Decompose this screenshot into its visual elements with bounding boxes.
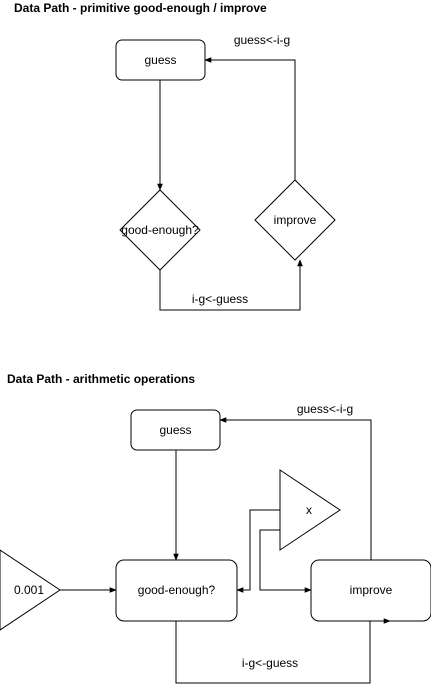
- diagram2-edge-top-label: guess<-i-g: [297, 402, 353, 416]
- diagram2-multiply-label: x: [306, 503, 312, 517]
- diagram1-edge-test-to-improve: [159, 259, 303, 311]
- diagram2-edge-multiply-to-test: [236, 509, 280, 593]
- diagram1-edge-improve-to-guess: [204, 57, 296, 180]
- diagram2-edge-multiply-to-improve: [259, 529, 312, 593]
- diagram1-edge-top-label: guess<-i-g: [234, 33, 290, 47]
- diagram1-title: Data Path - primitive good-enough / impr…: [14, 1, 267, 15]
- diagram1-guess-label: guess: [144, 53, 176, 67]
- diagram1-edge-bottom-label: i-g<-guess: [192, 292, 248, 306]
- diagram1-guess-register[interactable]: guess: [115, 39, 206, 81]
- diagram2-title: Data Path - arithmetic operations: [7, 372, 195, 386]
- diagram2-edge-improve-to-guess: [219, 417, 372, 560]
- diagram2-improve-label: improve: [350, 583, 393, 597]
- diagram2-improve-op[interactable]: improve: [310, 559, 431, 622]
- diagram2-good-enough-test[interactable]: good-enough?: [115, 559, 238, 622]
- diagram2-good-enough-label: good-enough?: [138, 583, 216, 597]
- diagram1-improve-label: improve: [274, 213, 317, 227]
- diagram1-good-enough-test[interactable]: good-enough?: [119, 189, 201, 271]
- diagram1-improve-op[interactable]: improve: [254, 179, 336, 261]
- diagram2-guess-label: guess: [159, 423, 191, 437]
- diagram2-constant-label: 0.001: [14, 583, 44, 597]
- diagram-arithmetic: Data Path - arithmetic operations guess …: [0, 372, 431, 684]
- diagram2-edge-test-to-improve: [175, 618, 391, 684]
- diagram-primitive: Data Path - primitive good-enough / impr…: [14, 1, 336, 311]
- diagram2-guess-register[interactable]: guess: [130, 409, 221, 451]
- diagram2-constant-source[interactable]: 0.001: [0, 549, 61, 631]
- diagram2-multiply-op[interactable]: x: [279, 469, 341, 551]
- diagram2-edge-bottom-label: i-g<-guess: [242, 656, 298, 670]
- diagram1-good-enough-label: good-enough?: [121, 223, 199, 237]
